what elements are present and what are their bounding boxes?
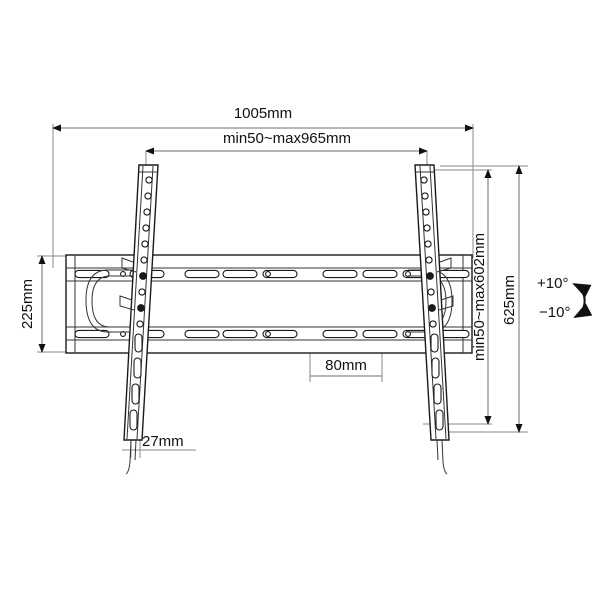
- dimension-depth-label: 27mm: [142, 433, 184, 450]
- left-vertical-arm: [119, 164, 159, 475]
- dimension-wall-offset: 80mm: [309, 352, 383, 382]
- dimension-arm-length-label: 625mm: [501, 275, 518, 325]
- dimension-overall-width-label: 1005mm: [234, 105, 292, 122]
- tilt-down-label: −10°: [539, 304, 570, 321]
- right-arm-slots: [430, 333, 444, 431]
- tilt-arc-arrow-icon: [572, 283, 593, 318]
- right-arm-tail: [441, 439, 448, 475]
- left-arm-slots: [129, 333, 143, 431]
- wall-plate-left-cutout: [85, 269, 140, 333]
- right-arm-holes: [420, 176, 437, 328]
- tilt-angle-indicator: +10° −10°: [537, 275, 593, 321]
- dimension-overall-width: 1005mm: [52, 105, 474, 268]
- dimension-mount-height-range-label: min50~max602mm: [471, 233, 488, 361]
- dimension-mount-width-range-label: min50~max965mm: [223, 130, 351, 147]
- dimension-plate-height-label: 225mm: [19, 279, 36, 329]
- left-arm-holes: [136, 176, 153, 328]
- dimension-wall-offset-label: 80mm: [325, 357, 367, 374]
- dimension-mount-width-range: min50~max965mm: [145, 130, 428, 176]
- right-vertical-arm: [414, 164, 454, 475]
- left-arm-tail: [125, 439, 132, 475]
- tilt-up-label: +10°: [537, 275, 568, 292]
- wall-plate-left-cutout-inner: [91, 275, 140, 328]
